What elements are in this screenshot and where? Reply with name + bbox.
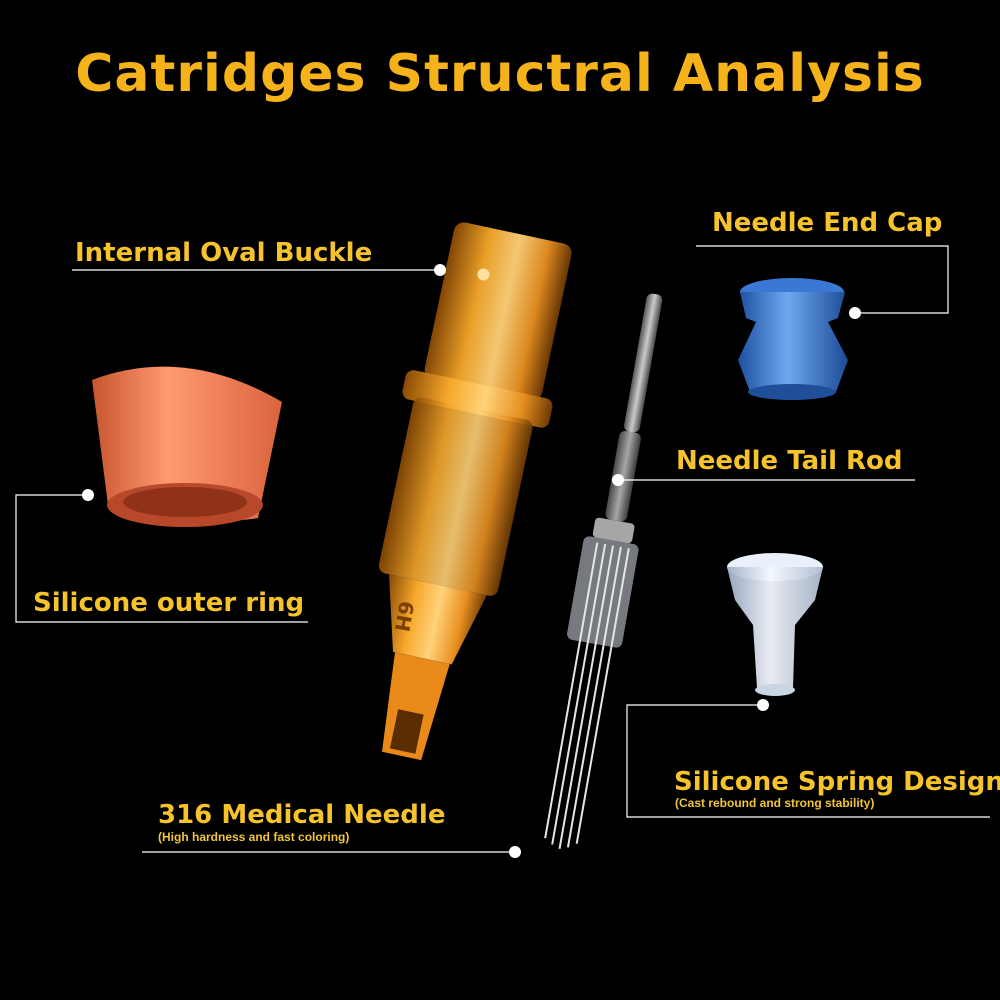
- label-silicone-outer-ring: Silicone outer ring: [33, 588, 305, 618]
- page-title: Catridges Structral Analysis: [75, 44, 925, 104]
- note-silicone-spring-design: (Cast rebound and strong stability): [675, 796, 875, 810]
- silicone-outer-ring-illustration: [92, 366, 282, 527]
- leader-dots: [82, 264, 861, 858]
- leader-needle-end-cap: [696, 245, 949, 314]
- dot-silicone-spring: [757, 699, 769, 711]
- label-internal-oval-buckle: Internal Oval Buckle: [75, 238, 373, 268]
- leader-lines: [15, 245, 990, 853]
- label-silicone-spring-design: Silicone Spring Design: [674, 767, 1000, 797]
- silicone-spring-illustration: [727, 553, 823, 696]
- leader-silicone-spring: [626, 704, 990, 818]
- label-needle-end-cap: Needle End Cap: [712, 208, 943, 238]
- needle-end-cap-illustration: [738, 278, 848, 400]
- label-needle-tail-rod: Needle Tail Rod: [676, 446, 903, 476]
- dot-needle-end-cap: [849, 307, 861, 319]
- dot-internal-oval-buckle: [434, 264, 446, 276]
- leader-silicone-outer-ring: [15, 494, 308, 623]
- dot-silicone-outer-ring: [82, 489, 94, 501]
- dot-needle-tail-rod: [612, 474, 624, 486]
- needle-assembly-illustration: [544, 293, 663, 850]
- cartridge-body-illustration: [378, 222, 572, 761]
- dot-medical-needle: [509, 846, 521, 858]
- label-medical-needle: 316 Medical Needle: [158, 800, 446, 830]
- note-medical-needle: (High hardness and fast coloring): [158, 830, 350, 844]
- cartridge-marking: 6H: [390, 599, 419, 633]
